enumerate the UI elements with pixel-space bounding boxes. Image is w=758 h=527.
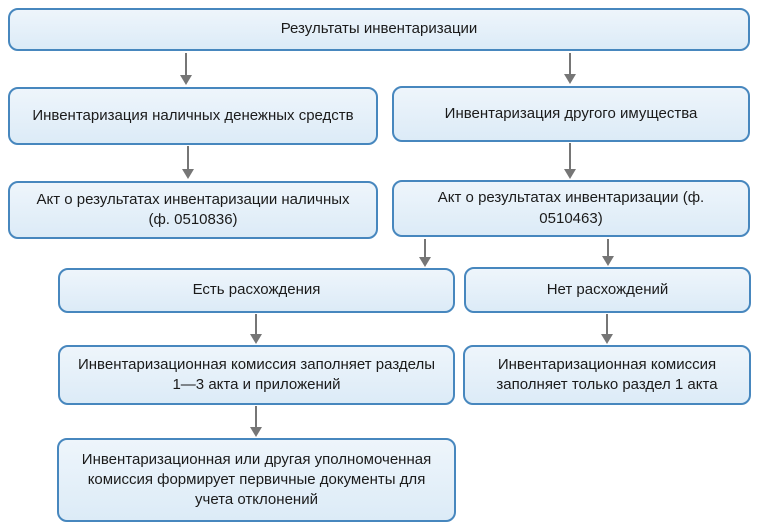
node-cash-act: Акт о результатах инвентаризации наличны… <box>8 181 378 239</box>
arrow-discrepancies-to-commission <box>250 314 262 344</box>
node-no-discrepancies: Нет расхождений <box>464 267 751 313</box>
arrow-act-to-discrepancies <box>419 239 431 267</box>
arrow-property-to-act <box>564 143 576 179</box>
arrow-commission-to-documents <box>250 406 262 437</box>
arrow-results-to-cash <box>180 53 192 85</box>
node-other-property-inventory: Инвентаризация другого имущества <box>392 86 750 142</box>
node-commission-fills-section-1: Инвентаризационная комиссия заполняет то… <box>463 345 751 405</box>
node-discrepancies-found: Есть расхождения <box>58 268 455 313</box>
node-primary-documents: Инвентаризационная или другая уполномоче… <box>57 438 456 522</box>
arrow-results-to-property <box>564 53 576 84</box>
arrow-no-discrepancies-to-commission <box>601 314 613 344</box>
node-property-act: Акт о результатах инвентаризации (ф. 051… <box>392 180 750 237</box>
arrow-cash-to-act <box>182 146 194 179</box>
arrow-act-to-no-discrepancies <box>602 239 614 266</box>
node-cash-inventory: Инвентаризация наличных денежных средств <box>8 87 378 145</box>
node-commission-fills-sections-1-3: Инвентаризационная комиссия заполняет ра… <box>58 345 455 405</box>
node-inventory-results: Результаты инвентаризации <box>8 8 750 51</box>
